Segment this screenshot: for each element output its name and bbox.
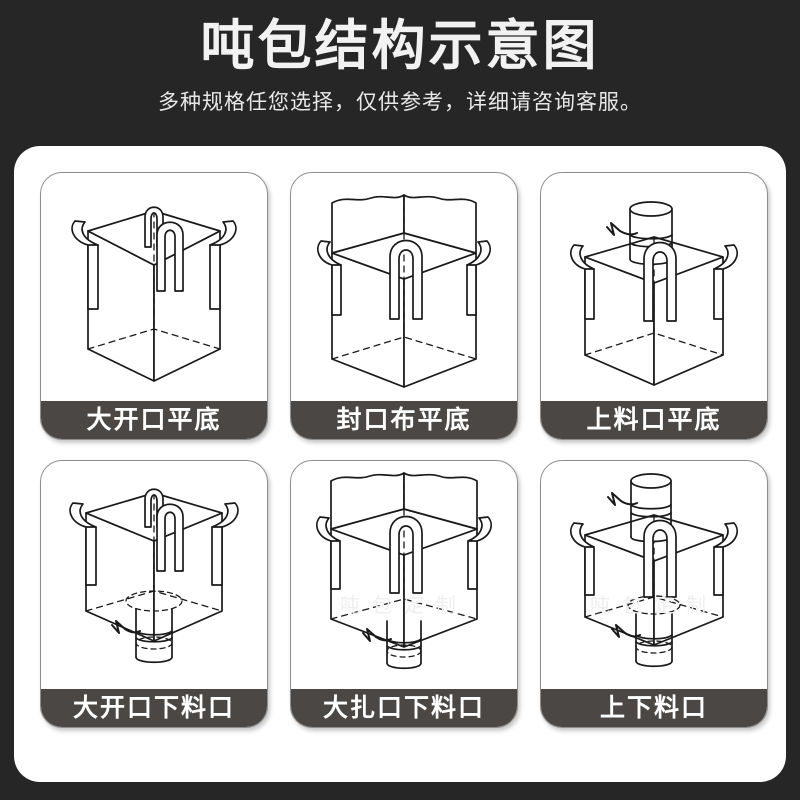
bag-diagram-closure-cloth-flat-bottom xyxy=(291,173,517,403)
bag-diagram-closure-cloth-discharge-spout xyxy=(291,461,517,691)
product-card-closure-cloth-flat-bottom[interactable]: 封口布平底 xyxy=(290,172,518,440)
card-label-bar: 大开口平底 xyxy=(41,401,267,439)
product-card-fill-and-discharge-spout[interactable]: 吨包定制 上下料口 xyxy=(540,460,768,728)
product-card-fill-spout-flat-bottom[interactable]: 上料口平底 xyxy=(540,172,768,440)
cards-grid: 大开口平底 xyxy=(40,172,770,728)
card-label-text: 上下料口 xyxy=(599,693,708,722)
bag-diagram-open-top-flat-bottom xyxy=(41,173,267,403)
bag-diagram-open-top-discharge-spout xyxy=(41,461,267,691)
card-label-text: 大开口平底 xyxy=(86,405,222,434)
card-label-text: 大扎口下料口 xyxy=(322,693,485,722)
product-card-open-top-discharge-spout[interactable]: 大开口下料口 xyxy=(40,460,268,728)
page-subtitle: 多种规格任您选择，仅供参考，详细请咨询客服。 xyxy=(158,91,642,115)
bag-diagram-fill-and-discharge-spout xyxy=(541,461,767,691)
card-label-text: 大开口下料口 xyxy=(72,693,235,722)
card-label-bar: 上下料口 xyxy=(541,689,767,727)
cards-panel: 大开口平底 xyxy=(14,146,786,782)
card-label-bar: 大扎口下料口 xyxy=(291,689,517,727)
product-card-open-top-flat-bottom[interactable]: 大开口平底 xyxy=(40,172,268,440)
card-label-bar: 封口布平底 xyxy=(291,401,517,439)
bag-diagram-fill-spout-flat-bottom xyxy=(541,173,767,403)
card-label-text: 封口布平底 xyxy=(336,405,472,434)
product-card-closure-cloth-discharge-spout[interactable]: 吨包定制 大扎口下料口 xyxy=(290,460,518,728)
card-label-bar: 上料口平底 xyxy=(541,401,767,439)
card-label-bar: 大开口下料口 xyxy=(41,689,267,727)
card-label-text: 上料口平底 xyxy=(586,405,722,434)
page-title: 吨包结构示意图 xyxy=(200,16,600,76)
poster-header: 吨包结构示意图 多种规格任您选择，仅供参考，详细请咨询客服。 xyxy=(0,0,800,146)
